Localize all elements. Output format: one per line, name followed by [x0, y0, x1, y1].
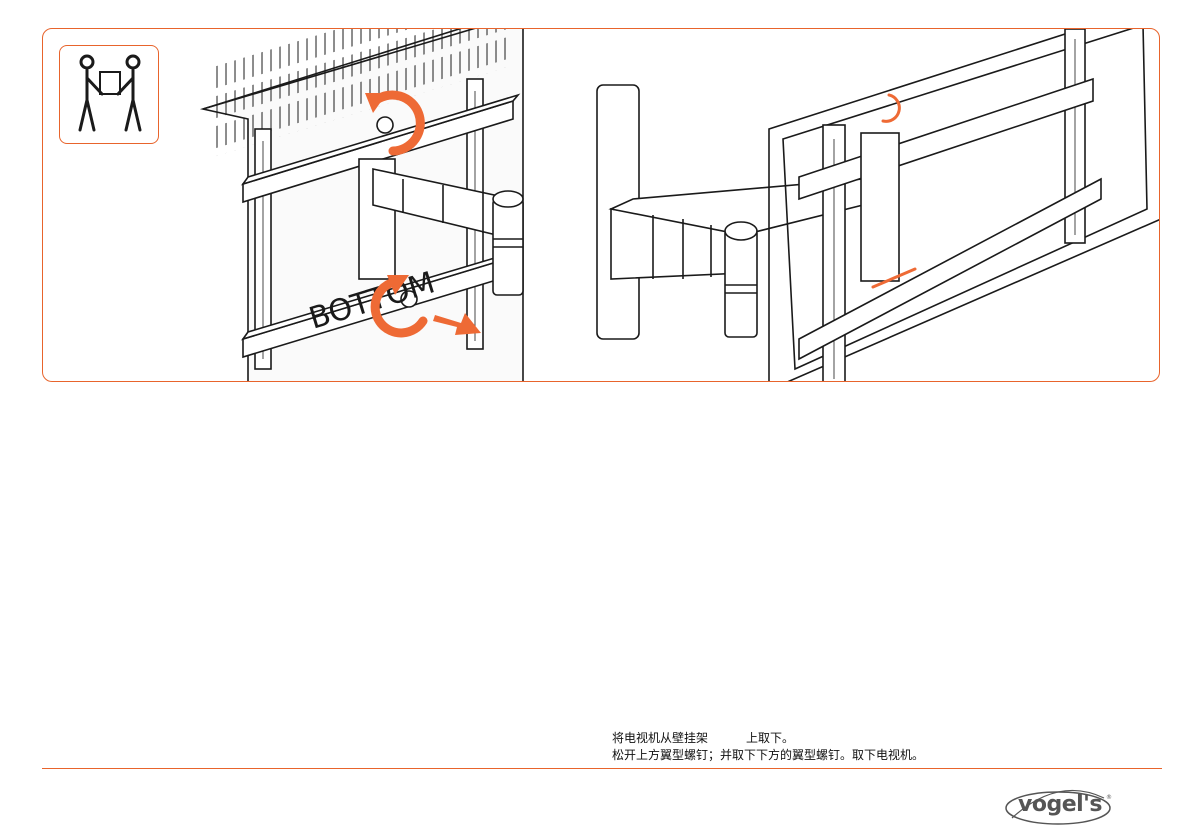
instruction-panel: BOTTOM — [42, 28, 1160, 382]
two-person-lift-icon — [59, 45, 159, 144]
two-person-figures — [60, 46, 157, 142]
caption-line-1-before: 将电视机从壁挂架 — [612, 731, 708, 745]
caption-line-1-after: 上取下。 — [746, 731, 794, 745]
tv-mount-plate-right — [861, 133, 899, 281]
caption-line-1: 将电视机从壁挂架 上取下。 — [612, 730, 1152, 747]
instruction-caption: 将电视机从壁挂架 上取下。 松开上方翼型螺钉；并取下下方的翼型螺钉。取下电视机。 — [612, 730, 1152, 764]
logo-text: vogel's — [1018, 792, 1102, 817]
footer-rule — [42, 768, 1162, 769]
logo-reg: ® — [1106, 794, 1112, 801]
mount-illustration: BOTTOM — [43, 29, 1160, 382]
vogels-logo: vogel's ® — [1000, 786, 1116, 832]
caption-line-2: 松开上方翼型螺钉；并取下下方的翼型螺钉。取下电视机。 — [612, 747, 1152, 764]
